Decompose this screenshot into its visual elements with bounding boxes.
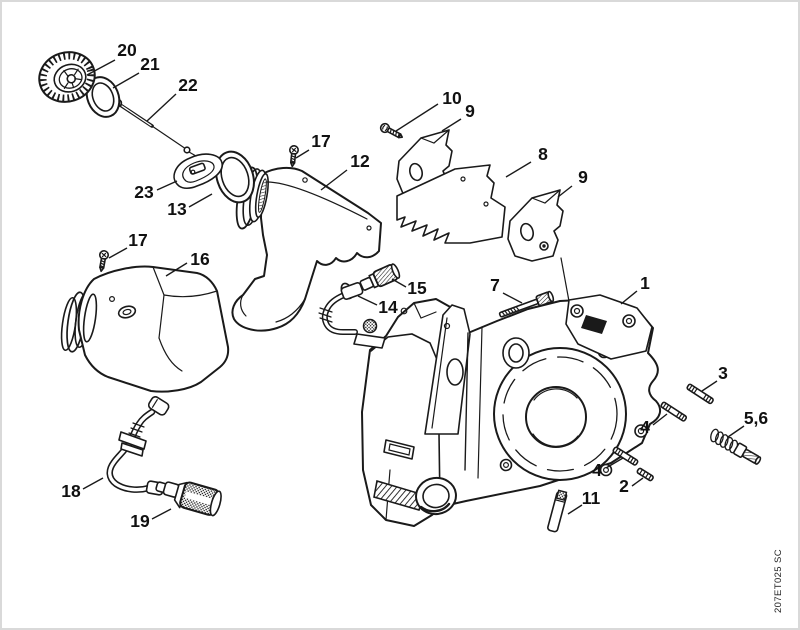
callout-3: 3 <box>701 363 728 392</box>
screw-10-part <box>379 122 404 139</box>
callout-14: 14 <box>357 295 398 317</box>
callout-18: 18 <box>61 477 104 501</box>
retainer-wire-part <box>113 98 197 157</box>
callout-2: 2 <box>619 476 644 496</box>
callout-label: 19 <box>130 511 150 531</box>
callout-19: 19 <box>130 508 172 531</box>
callout-label: 21 <box>140 54 160 74</box>
callout-21: 21 <box>112 54 160 89</box>
screw-7-part <box>498 290 555 318</box>
callout-22: 22 <box>146 75 198 122</box>
callout-17-top: 17 <box>295 131 331 159</box>
callout-label: 3 <box>718 363 728 383</box>
callout-11: 11 <box>567 488 601 515</box>
fuel-cap-part <box>38 51 96 103</box>
callout-label: 8 <box>538 144 548 164</box>
callout-label: 1 <box>640 273 650 293</box>
callout-label: 7 <box>490 275 500 295</box>
gasket-part <box>396 164 506 244</box>
stud-4-lower-part <box>612 446 639 466</box>
callout-label: 15 <box>407 278 427 298</box>
screw-17-left-part <box>99 250 109 273</box>
fuel-hose-part <box>106 396 170 496</box>
callout-label: 16 <box>190 249 210 269</box>
shield-plate-lower-part <box>507 189 564 262</box>
callout-label: 5,6 <box>744 408 769 428</box>
spring-screw-56-part <box>710 428 762 465</box>
stud-4-upper-part <box>660 401 688 422</box>
callout-label: 11 <box>582 488 601 508</box>
callout-label: 22 <box>178 75 198 95</box>
callout-label: 12 <box>350 151 370 171</box>
pin-2-part <box>636 467 654 482</box>
fuel-tank-part <box>60 265 230 393</box>
callout-1: 1 <box>620 273 650 305</box>
oil-connector-part <box>359 263 401 291</box>
callout-4-lower: 4 <box>592 457 624 480</box>
callout-10: 10 <box>395 88 462 132</box>
callout-15: 15 <box>391 278 427 298</box>
callout-label: 10 <box>442 88 462 108</box>
callout-12: 12 <box>320 151 370 191</box>
callouts: 20 21 22 17 12 10 9 8 9 23 13 17 16 15 1… <box>61 40 768 531</box>
pickup-filter-part <box>155 481 222 517</box>
stud-3-part <box>686 383 714 405</box>
oil-hose-part <box>318 281 386 349</box>
tank-housing-part <box>231 166 382 332</box>
callout-label: 23 <box>134 182 154 202</box>
screw-17-top-part <box>289 145 299 168</box>
callout-23: 23 <box>134 180 178 202</box>
callout-label: 17 <box>128 230 147 250</box>
callout-5-6: 5,6 <box>727 408 769 438</box>
drawing-code: 207ET025 SC <box>773 549 784 613</box>
callout-label: 9 <box>465 101 475 121</box>
callout-label: 18 <box>61 481 81 501</box>
callout-4-upper: 4 <box>640 413 668 437</box>
callout-13: 13 <box>167 193 213 219</box>
callout-16: 16 <box>165 249 210 277</box>
callout-20: 20 <box>86 40 137 76</box>
callout-17-left: 17 <box>108 230 148 259</box>
callout-label: 9 <box>578 167 588 187</box>
callout-label: 4 <box>592 460 602 480</box>
tube-11-part <box>547 489 568 533</box>
callout-label: 13 <box>167 199 187 219</box>
callout-label: 17 <box>311 131 330 151</box>
crankcase-part <box>361 294 662 527</box>
callout-8: 8 <box>505 144 548 178</box>
ring-part <box>215 150 255 204</box>
vent-grommet-part <box>173 153 223 190</box>
callout-9-lower: 9 <box>557 167 588 198</box>
sealing-ring-part <box>85 76 121 118</box>
callout-9-top: 9 <box>441 101 475 132</box>
callout-label: 20 <box>117 40 137 60</box>
callout-label: 4 <box>640 417 650 437</box>
callout-label: 14 <box>378 297 398 317</box>
callout-7: 7 <box>490 275 523 304</box>
callout-label: 2 <box>619 476 629 496</box>
